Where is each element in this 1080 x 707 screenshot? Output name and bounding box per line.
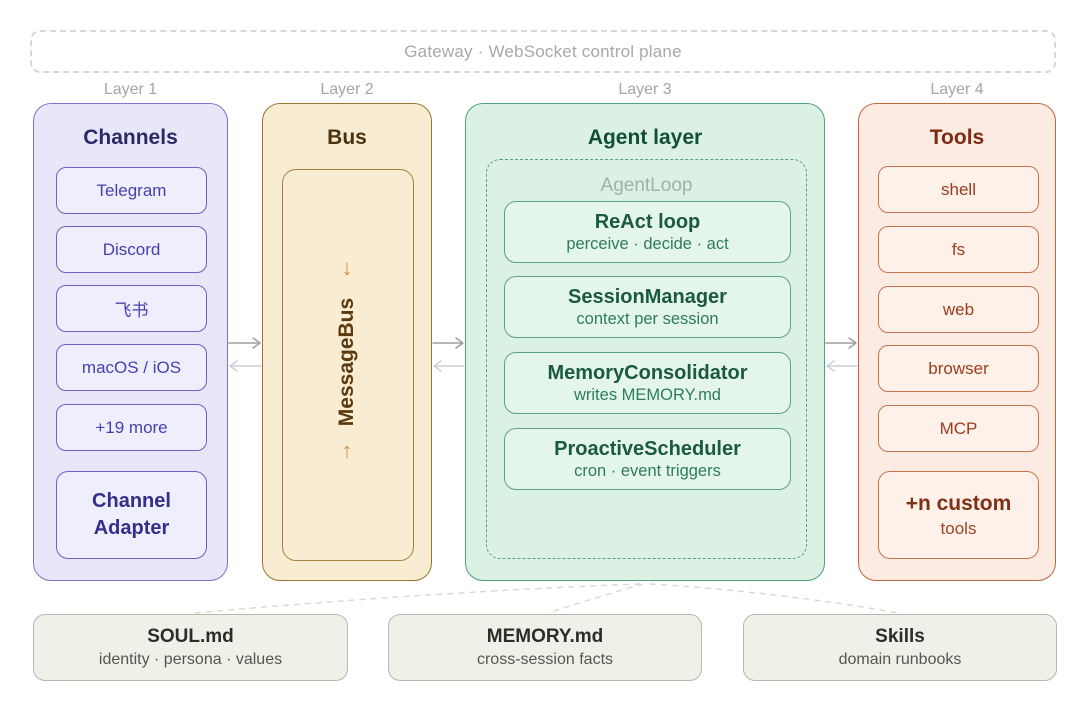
tool-custom-sub: tools <box>940 518 977 538</box>
flow-channels-bus <box>228 337 262 372</box>
message-bus-box <box>282 169 414 561</box>
channel-item-more: +19 more <box>56 404 207 451</box>
layer-2-label: Layer 2 <box>320 81 374 98</box>
channels-title: Channels <box>83 126 178 149</box>
agent-loop-label: AgentLoop <box>600 175 693 196</box>
module-session-manager: SessionManager context per session <box>504 276 791 338</box>
flow-bus-agent <box>432 337 465 372</box>
footer-title: SOUL.md <box>147 626 234 648</box>
tool-custom-name: +n custom <box>905 492 1012 516</box>
tools-column: Tools shell fs web browser MCP +n custom… <box>858 103 1056 581</box>
layer-1-label: Layer 1 <box>103 81 158 98</box>
module-memory-consolidator: MemoryConsolidator writes MEMORY.md <box>504 352 791 414</box>
connector-agent-to-soul <box>194 583 641 614</box>
module-desc: context per session <box>576 309 719 328</box>
tool-item-browser: browser <box>878 345 1039 392</box>
channel-adapter-box: Channel Adapter <box>56 471 207 559</box>
module-proactive-scheduler: ProactiveScheduler cron · event triggers <box>504 428 791 490</box>
channel-item-discord: Discord <box>56 226 207 273</box>
arrow-right-icon <box>432 337 464 349</box>
message-bus-label: MessageBus <box>335 297 358 427</box>
flow-agent-tools <box>825 337 858 372</box>
channel-item-telegram: Telegram <box>56 167 207 214</box>
footer-title: Skills <box>875 626 925 648</box>
module-desc: writes MEMORY.md <box>573 385 721 404</box>
tool-item-shell: shell <box>878 166 1039 213</box>
footer-desc: cross-session facts <box>476 650 614 668</box>
arrow-right-icon <box>228 337 261 349</box>
module-desc: cron · event triggers <box>574 461 721 480</box>
arrow-left-icon <box>826 360 858 372</box>
down-arrow-icon: ↓ <box>341 255 353 280</box>
connector-agent-to-memory <box>547 583 644 614</box>
tool-item-fs: fs <box>878 226 1039 273</box>
module-desc: perceive · decide · act <box>566 234 729 253</box>
arrow-left-icon <box>229 360 262 372</box>
footer-title: MEMORY.md <box>486 626 604 648</box>
bus-title: Bus <box>327 126 367 149</box>
agent-layer-title: Agent layer <box>587 126 703 149</box>
skills-box: Skills domain runbooks <box>743 614 1057 681</box>
channel-item-macos-ios: macOS / iOS <box>56 344 207 391</box>
arrow-left-icon <box>433 360 465 372</box>
module-name: ProactiveScheduler <box>554 437 741 460</box>
arrow-right-icon <box>825 337 857 349</box>
bus-column: Bus ↓ MessageBus ↑ <box>262 103 432 581</box>
gateway-banner: Gateway · WebSocket control plane <box>30 30 1056 73</box>
tool-item-web: web <box>878 286 1039 333</box>
module-name: ReAct loop <box>594 210 701 233</box>
channel-item-feishu: 飞书 <box>56 285 207 332</box>
soul-md-box: SOUL.md identity · persona · values <box>33 614 348 681</box>
up-arrow-icon: ↑ <box>341 438 353 463</box>
channels-column: Channels Telegram Discord 飞书 macOS / iOS… <box>33 103 228 581</box>
tool-item-custom: +n custom tools <box>878 471 1039 559</box>
footer-desc: identity · persona · values <box>98 650 283 668</box>
agent-layer-column: Agent layer AgentLoop ReAct loop perceiv… <box>465 103 825 581</box>
module-name: MemoryConsolidator <box>547 361 748 384</box>
module-name: SessionManager <box>568 285 727 308</box>
memory-md-box: MEMORY.md cross-session facts <box>388 614 702 681</box>
module-react-loop: ReAct loop perceive · decide · act <box>504 201 791 263</box>
connector-agent-to-skills <box>649 583 899 614</box>
agent-loop-box: AgentLoop ReAct loop perceive · decide ·… <box>486 159 807 559</box>
tool-item-mcp: MCP <box>878 405 1039 452</box>
layer-3-label: Layer 3 <box>618 81 672 98</box>
tools-title: Tools <box>929 126 985 149</box>
gateway-label: Gateway · WebSocket control plane <box>404 41 682 61</box>
layer-4-label: Layer 4 <box>930 81 984 98</box>
footer-desc: domain runbooks <box>838 650 962 668</box>
